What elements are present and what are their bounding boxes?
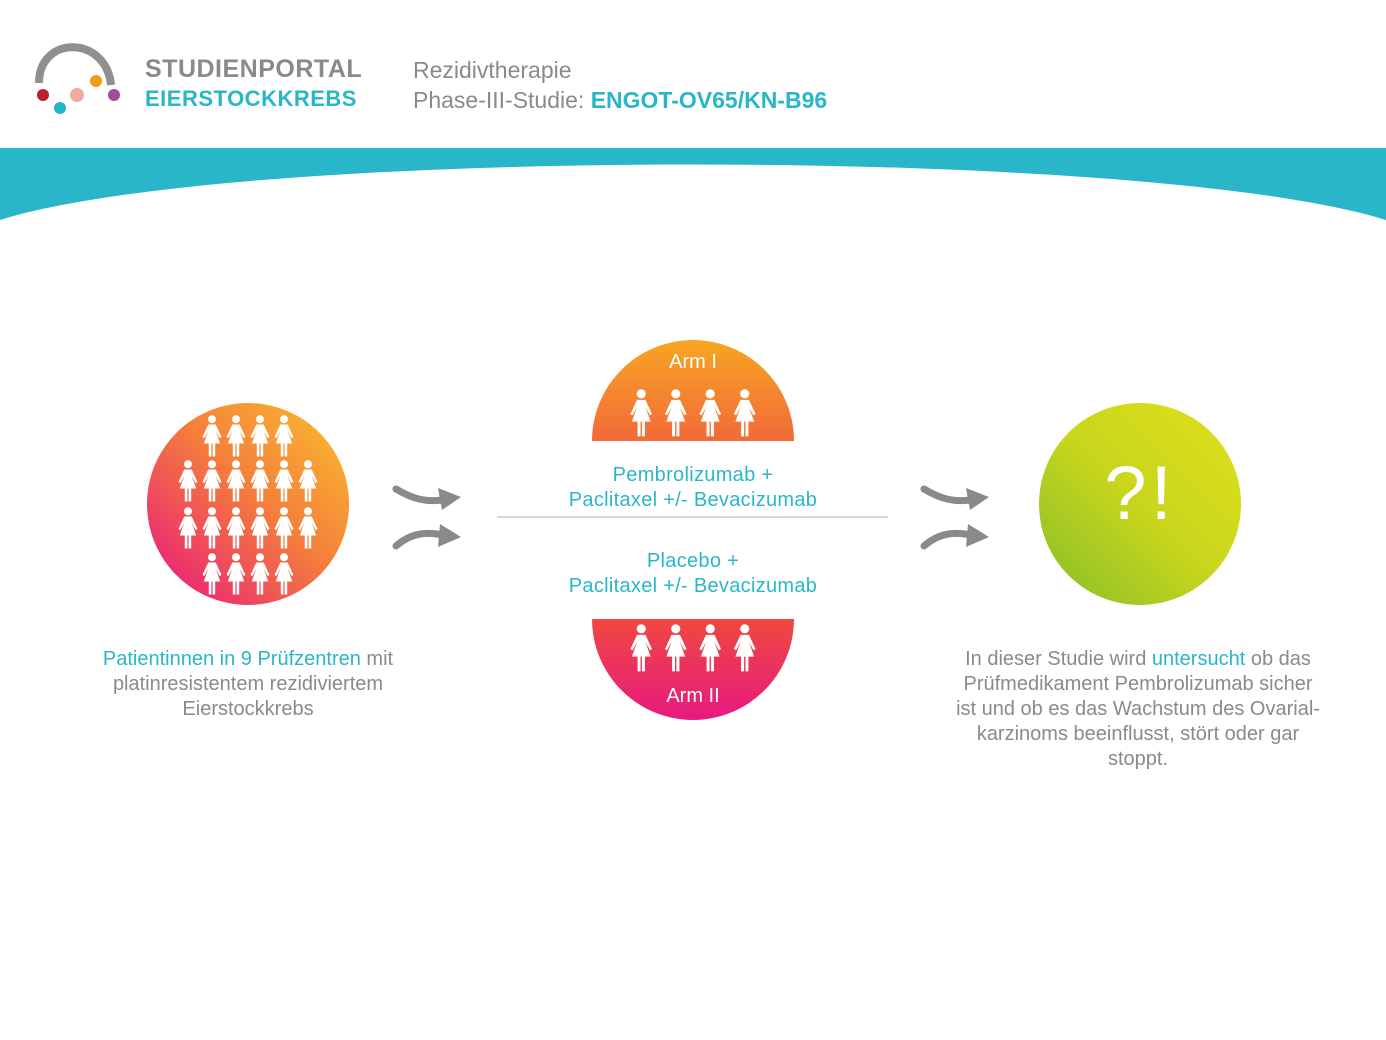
arm2-therapy-line-2: Paclitaxel +/- Bevacizumab	[568, 575, 818, 597]
outcome-text-1: In dieser Studie wird	[965, 648, 1152, 670]
outcome-symbol: ?!	[1104, 451, 1176, 536]
outcome-caption: In dieser Studie wird untersucht ob das …	[918, 647, 1358, 772]
patients-caption: Patientinnen in 9 Prüfzentren mit platin…	[68, 647, 428, 722]
curved-arrow-icon	[392, 524, 461, 550]
arm1-therapy-line-2: Paclitaxel +/- Bevacizumab	[568, 489, 818, 511]
arm-divider	[497, 516, 888, 518]
outcome-text-line-3: ist und ob es das Wachstum des Ovarial-	[956, 698, 1320, 720]
patients-circle	[147, 403, 349, 605]
outcome-text-line-4: karzinoms beeinflusst, stört oder gar	[976, 723, 1300, 745]
logo-dot-pink	[70, 88, 84, 102]
arm1-therapy: Pembrolizumab + Paclitaxel +/- Bevacizum…	[493, 463, 893, 513]
outcome-text-line-2: Prüfmedikament Pembrolizumab sicher	[963, 673, 1313, 695]
curved-arrow-icon	[920, 524, 989, 550]
arm2-therapy-line-1: Placebo +	[646, 550, 740, 572]
study-id: ENGOT-OV65/KN-B96	[590, 87, 828, 113]
outcome-text-line-5: stoppt.	[1107, 748, 1169, 770]
logo-dot-purple	[108, 89, 120, 101]
randomization-arrows	[392, 485, 461, 550]
arm1-therapy-line-1: Pembrolizumab +	[612, 464, 774, 486]
logo-arc	[35, 43, 115, 86]
logo-dot-orange	[90, 75, 102, 87]
logo-dot-red	[37, 89, 49, 101]
arm2-label: Arm II	[666, 685, 720, 707]
therapy-category: Rezidivtherapie	[413, 57, 572, 83]
curved-arrow-icon	[392, 485, 461, 510]
portal-logo	[35, 43, 120, 114]
header-banner	[0, 148, 1386, 220]
arm1-semicircle	[592, 340, 794, 441]
outcome-arrows	[920, 485, 989, 550]
arm2-semicircle	[592, 619, 794, 720]
patients-caption-line-3: Eierstockkrebs	[182, 698, 314, 720]
study-phase-line: Phase-III-Studie: ENGOT-OV65/KN-B96	[413, 87, 827, 114]
outcome-circle	[1039, 403, 1241, 605]
patients-caption-line-2: platinresistentem rezidiviertem	[112, 673, 384, 695]
curved-arrow-icon	[920, 485, 989, 510]
patients-caption-rest: mit	[360, 648, 394, 670]
arm2-therapy: Placebo + Paclitaxel +/- Bevacizumab	[493, 549, 893, 599]
outcome-text-accent: untersucht	[1151, 648, 1246, 670]
brand-name-line-2: EIERSTOCKKREBS	[145, 86, 357, 111]
outcome-text-2: ob das	[1245, 648, 1311, 670]
study-phase-label: Phase-III-Studie:	[413, 87, 591, 113]
brand-name-line-1: STUDIENPORTAL	[145, 55, 363, 83]
logo-dot-teal	[54, 102, 66, 114]
patients-caption-accent: Patientinnen in 9 Prüfzentren	[102, 648, 361, 670]
arm1-label: Arm I	[669, 351, 717, 373]
